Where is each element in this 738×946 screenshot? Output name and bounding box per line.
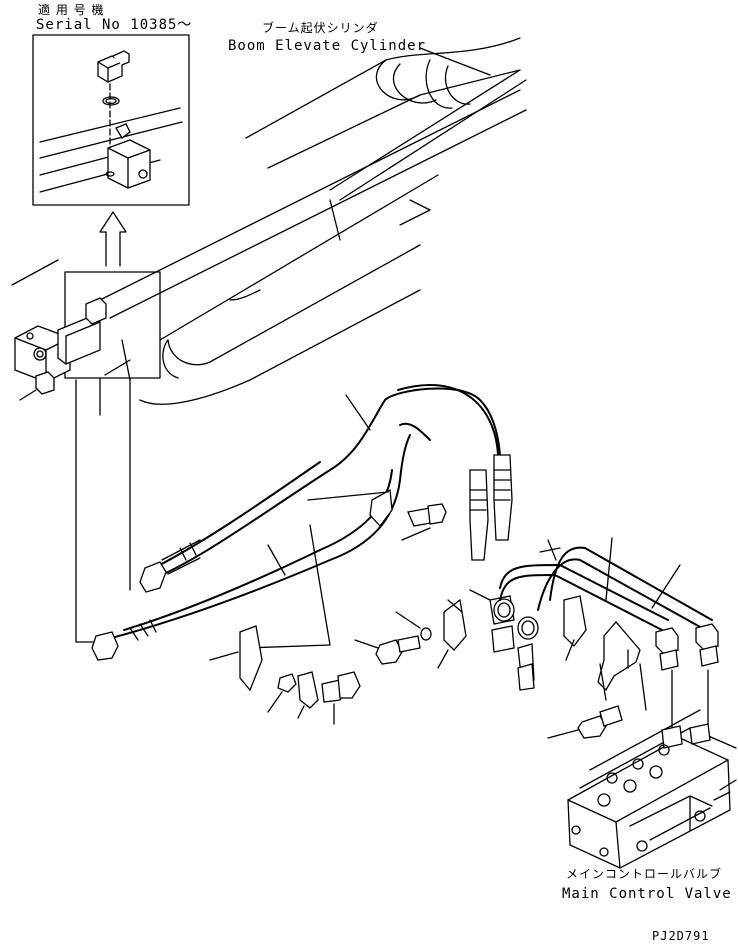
serial-inset	[32, 34, 190, 206]
applicable-serial-label-jp: 適 用 号 機	[38, 3, 105, 17]
detail-box	[14, 271, 161, 401]
hose-assembly	[91, 384, 513, 661]
valve-pipes	[469, 537, 719, 739]
detail-arrow-icon	[99, 211, 127, 267]
clamp-parts	[209, 394, 467, 725]
serial-number-label: Serial No 10385～	[36, 17, 193, 33]
boom-cylinder-label-jp: ブーム起伏シリンダ	[262, 21, 379, 35]
control-valve-label-en: Main Control Valve	[562, 886, 732, 902]
boom-cylinder-label-en: Boom Elevate Cylinder	[228, 38, 427, 54]
main-control-valve	[567, 709, 737, 869]
control-valve-label-jp: メインコントロールバルブ	[566, 867, 723, 881]
drawing-code: PJ2D791	[652, 929, 710, 943]
